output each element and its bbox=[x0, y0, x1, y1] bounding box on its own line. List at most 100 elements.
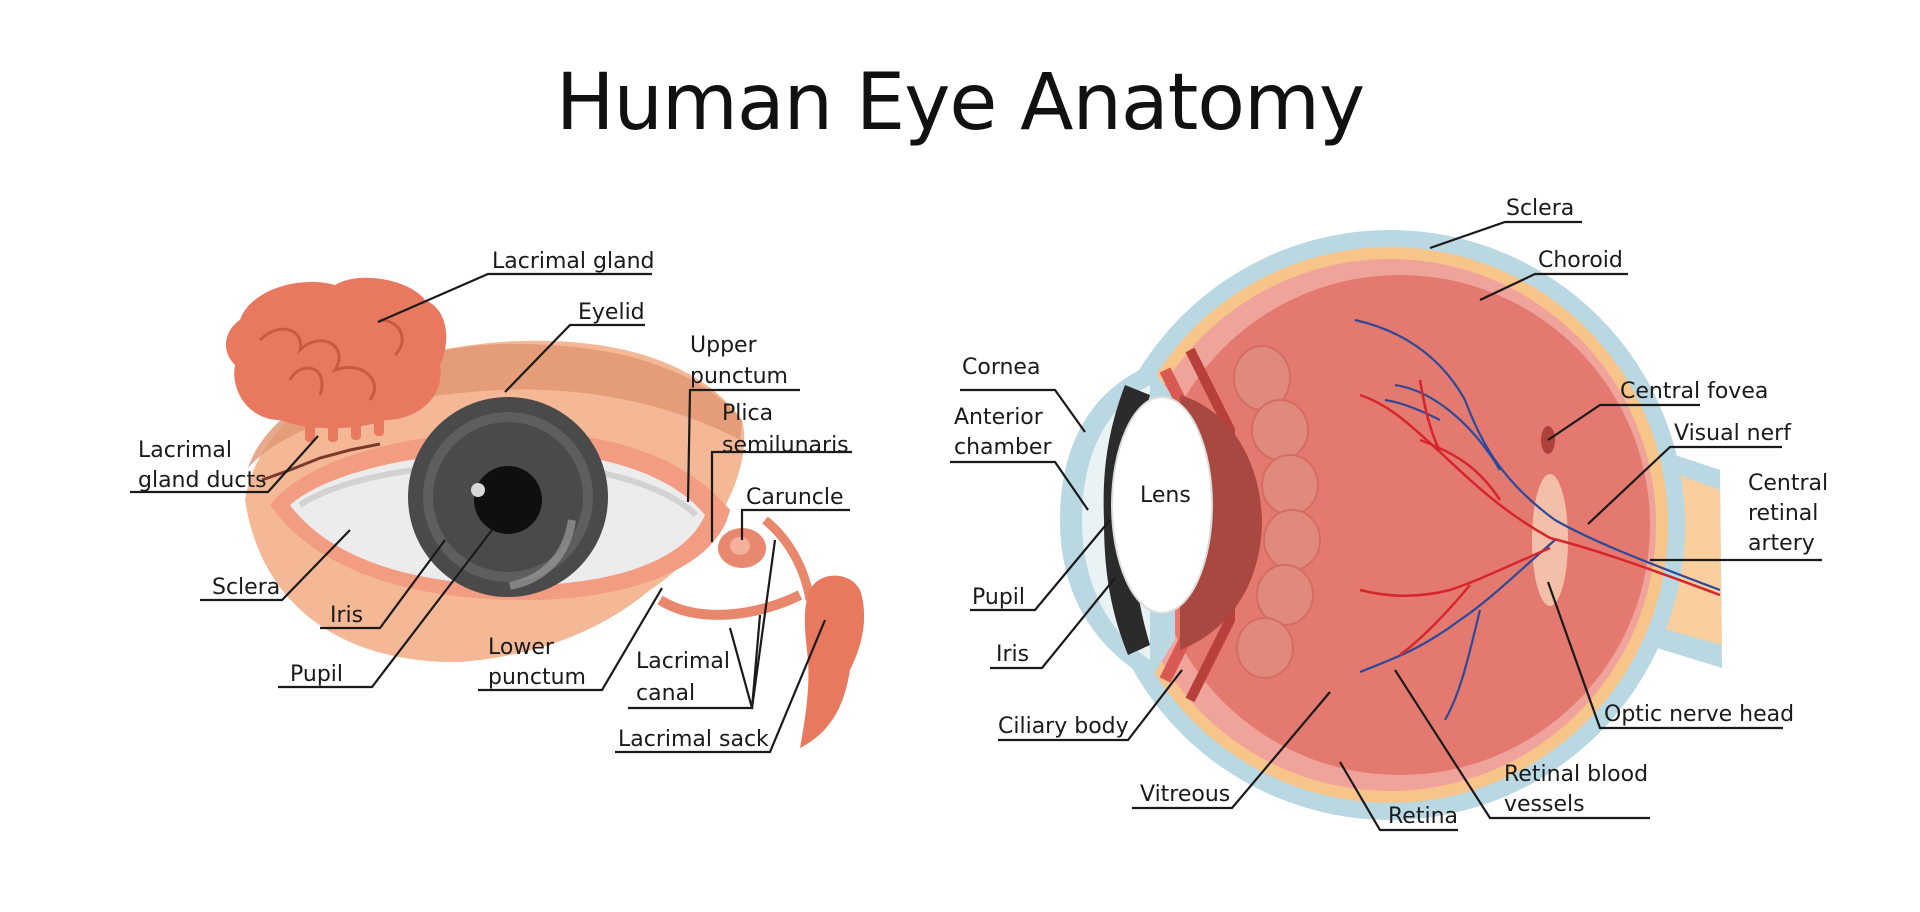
label-lower-punctum: Lower bbox=[488, 635, 555, 660]
leader-iris bbox=[990, 577, 1116, 670]
ciliary-process bbox=[1251, 399, 1309, 461]
label-iris: Iris bbox=[330, 603, 363, 628]
external-eye-illustration bbox=[225, 277, 865, 748]
ciliary-process bbox=[1261, 454, 1319, 516]
ciliary-process bbox=[1256, 564, 1314, 626]
label-cornea: Cornea bbox=[962, 355, 1040, 380]
leader-lacrimal-gland bbox=[377, 272, 652, 324]
leader-upper-punctum bbox=[686, 388, 800, 503]
label-iris: Iris bbox=[996, 642, 1029, 667]
label-sclera: Sclera bbox=[1506, 196, 1574, 221]
label-anterior-chamber: Anterior bbox=[954, 405, 1044, 430]
vein-branch bbox=[1444, 609, 1482, 721]
leader-sclera bbox=[200, 529, 351, 602]
leader-lacrimal-canal-b bbox=[750, 539, 777, 709]
label-central-retinal-artery: artery bbox=[1748, 531, 1815, 556]
leader-visual-nerf bbox=[1587, 445, 1782, 525]
leader-ciliary-body bbox=[998, 669, 1183, 742]
label-pupil: Pupil bbox=[290, 662, 343, 687]
label-vitreous: Vitreous bbox=[1140, 782, 1230, 807]
label-central-retinal-artery: Central bbox=[1748, 471, 1828, 496]
lacrimal-sack bbox=[800, 575, 865, 748]
label-retinal-blood-vessels: vessels bbox=[1504, 792, 1585, 817]
label-lacrimal-canal: canal bbox=[636, 681, 695, 706]
leader-pupil bbox=[970, 519, 1111, 612]
artery-branch bbox=[1359, 546, 1551, 598]
label-plica-semilunaris: Plica bbox=[722, 401, 773, 426]
cross-section-labels: Sclera Choroid Cornea Anterior chamber L… bbox=[954, 196, 1828, 829]
vein-branch bbox=[1394, 383, 1501, 471]
lens-shape bbox=[1111, 396, 1213, 614]
iris-ring bbox=[423, 412, 593, 582]
vein-branch bbox=[1354, 318, 1721, 592]
leader-retina bbox=[1339, 761, 1458, 832]
artery-branch bbox=[1399, 584, 1471, 656]
label-sclera: Sclera bbox=[212, 575, 280, 600]
artery-branch bbox=[1359, 393, 1721, 597]
label-eyelid: Eyelid bbox=[578, 300, 645, 325]
cross-section-leaders bbox=[950, 220, 1822, 832]
leader-lacrimal-canal-c bbox=[750, 614, 762, 709]
cross-section-illustration bbox=[1060, 230, 1722, 820]
label-pupil: Pupil bbox=[972, 585, 1025, 610]
lacrimal-canal-upper bbox=[762, 516, 815, 601]
leader-retinal-vessels bbox=[1394, 669, 1650, 820]
ciliary-process bbox=[1263, 509, 1321, 571]
leader-cornea bbox=[960, 388, 1086, 433]
caruncle-highlight bbox=[730, 537, 750, 555]
gland-duct bbox=[351, 408, 361, 440]
leader-sclera bbox=[1429, 220, 1582, 250]
external-eye-leaders bbox=[130, 272, 852, 754]
leader-anterior-chamber bbox=[950, 460, 1089, 511]
label-caruncle: Caruncle bbox=[746, 485, 844, 510]
leader-eyelid bbox=[504, 323, 645, 393]
gland-duct bbox=[305, 410, 315, 442]
gland-folds bbox=[258, 318, 404, 401]
leader-plica bbox=[710, 450, 852, 542]
gland-duct bbox=[374, 406, 384, 436]
label-lacrimal-gland-ducts: Lacrimal bbox=[138, 438, 232, 463]
leader-optic-nerve-head bbox=[1546, 581, 1783, 730]
label-retina: Retina bbox=[1388, 804, 1458, 829]
label-optic-nerve-head: Optic nerve head bbox=[1604, 702, 1794, 727]
label-lacrimal-gland: Lacrimal gland bbox=[492, 249, 654, 274]
optic-nerve-head-shape bbox=[1532, 474, 1568, 606]
eyelashes bbox=[261, 442, 381, 482]
leader-caruncle bbox=[740, 508, 850, 540]
leader-central-fovea bbox=[1547, 403, 1700, 441]
leader-pupil bbox=[278, 529, 493, 689]
leader-lacrimal-sack bbox=[615, 619, 827, 754]
label-upper-punctum: Upper bbox=[690, 333, 758, 358]
leader-iris bbox=[320, 539, 446, 630]
artery-branch bbox=[1418, 379, 1442, 453]
pupil-disc bbox=[474, 466, 542, 534]
retinal-veins bbox=[1354, 318, 1721, 721]
ciliary-process bbox=[1236, 617, 1294, 679]
label-lacrimal-sack: Lacrimal sack bbox=[618, 727, 769, 752]
label-plica-semilunaris: semilunaris bbox=[722, 433, 849, 458]
vein-branch bbox=[1359, 539, 1556, 674]
label-central-fovea: Central fovea bbox=[1620, 379, 1768, 404]
iris-reflection bbox=[509, 519, 576, 590]
label-upper-punctum: punctum bbox=[690, 364, 788, 389]
label-anterior-chamber: chamber bbox=[954, 435, 1052, 460]
leader-choroid bbox=[1479, 272, 1628, 301]
label-visual-nerf: Visual nerf bbox=[1674, 421, 1792, 446]
label-lower-punctum: punctum bbox=[488, 665, 586, 690]
gland-duct bbox=[328, 410, 338, 442]
lacrimal-canal bbox=[657, 590, 803, 620]
vein-branch bbox=[1384, 398, 1441, 421]
label-central-retinal-artery: retinal bbox=[1748, 501, 1818, 526]
page-title: Human Eye Anatomy bbox=[555, 58, 1365, 148]
label-lacrimal-gland-ducts: gland ducts bbox=[138, 468, 267, 493]
label-retinal-blood-vessels: Retinal blood bbox=[1504, 762, 1648, 787]
label-choroid: Choroid bbox=[1538, 248, 1623, 273]
leader-lower-punctum bbox=[478, 587, 663, 692]
label-ciliary-body: Ciliary body bbox=[998, 714, 1129, 739]
label-lens: Lens bbox=[1140, 483, 1191, 508]
external-eye-labels: Lacrimal gland Eyelid Upper punctum Plic… bbox=[138, 249, 849, 752]
ciliary-processes bbox=[1233, 345, 1321, 679]
leader-vitreous bbox=[1132, 691, 1331, 810]
leader-lacrimal-ducts bbox=[130, 435, 319, 494]
